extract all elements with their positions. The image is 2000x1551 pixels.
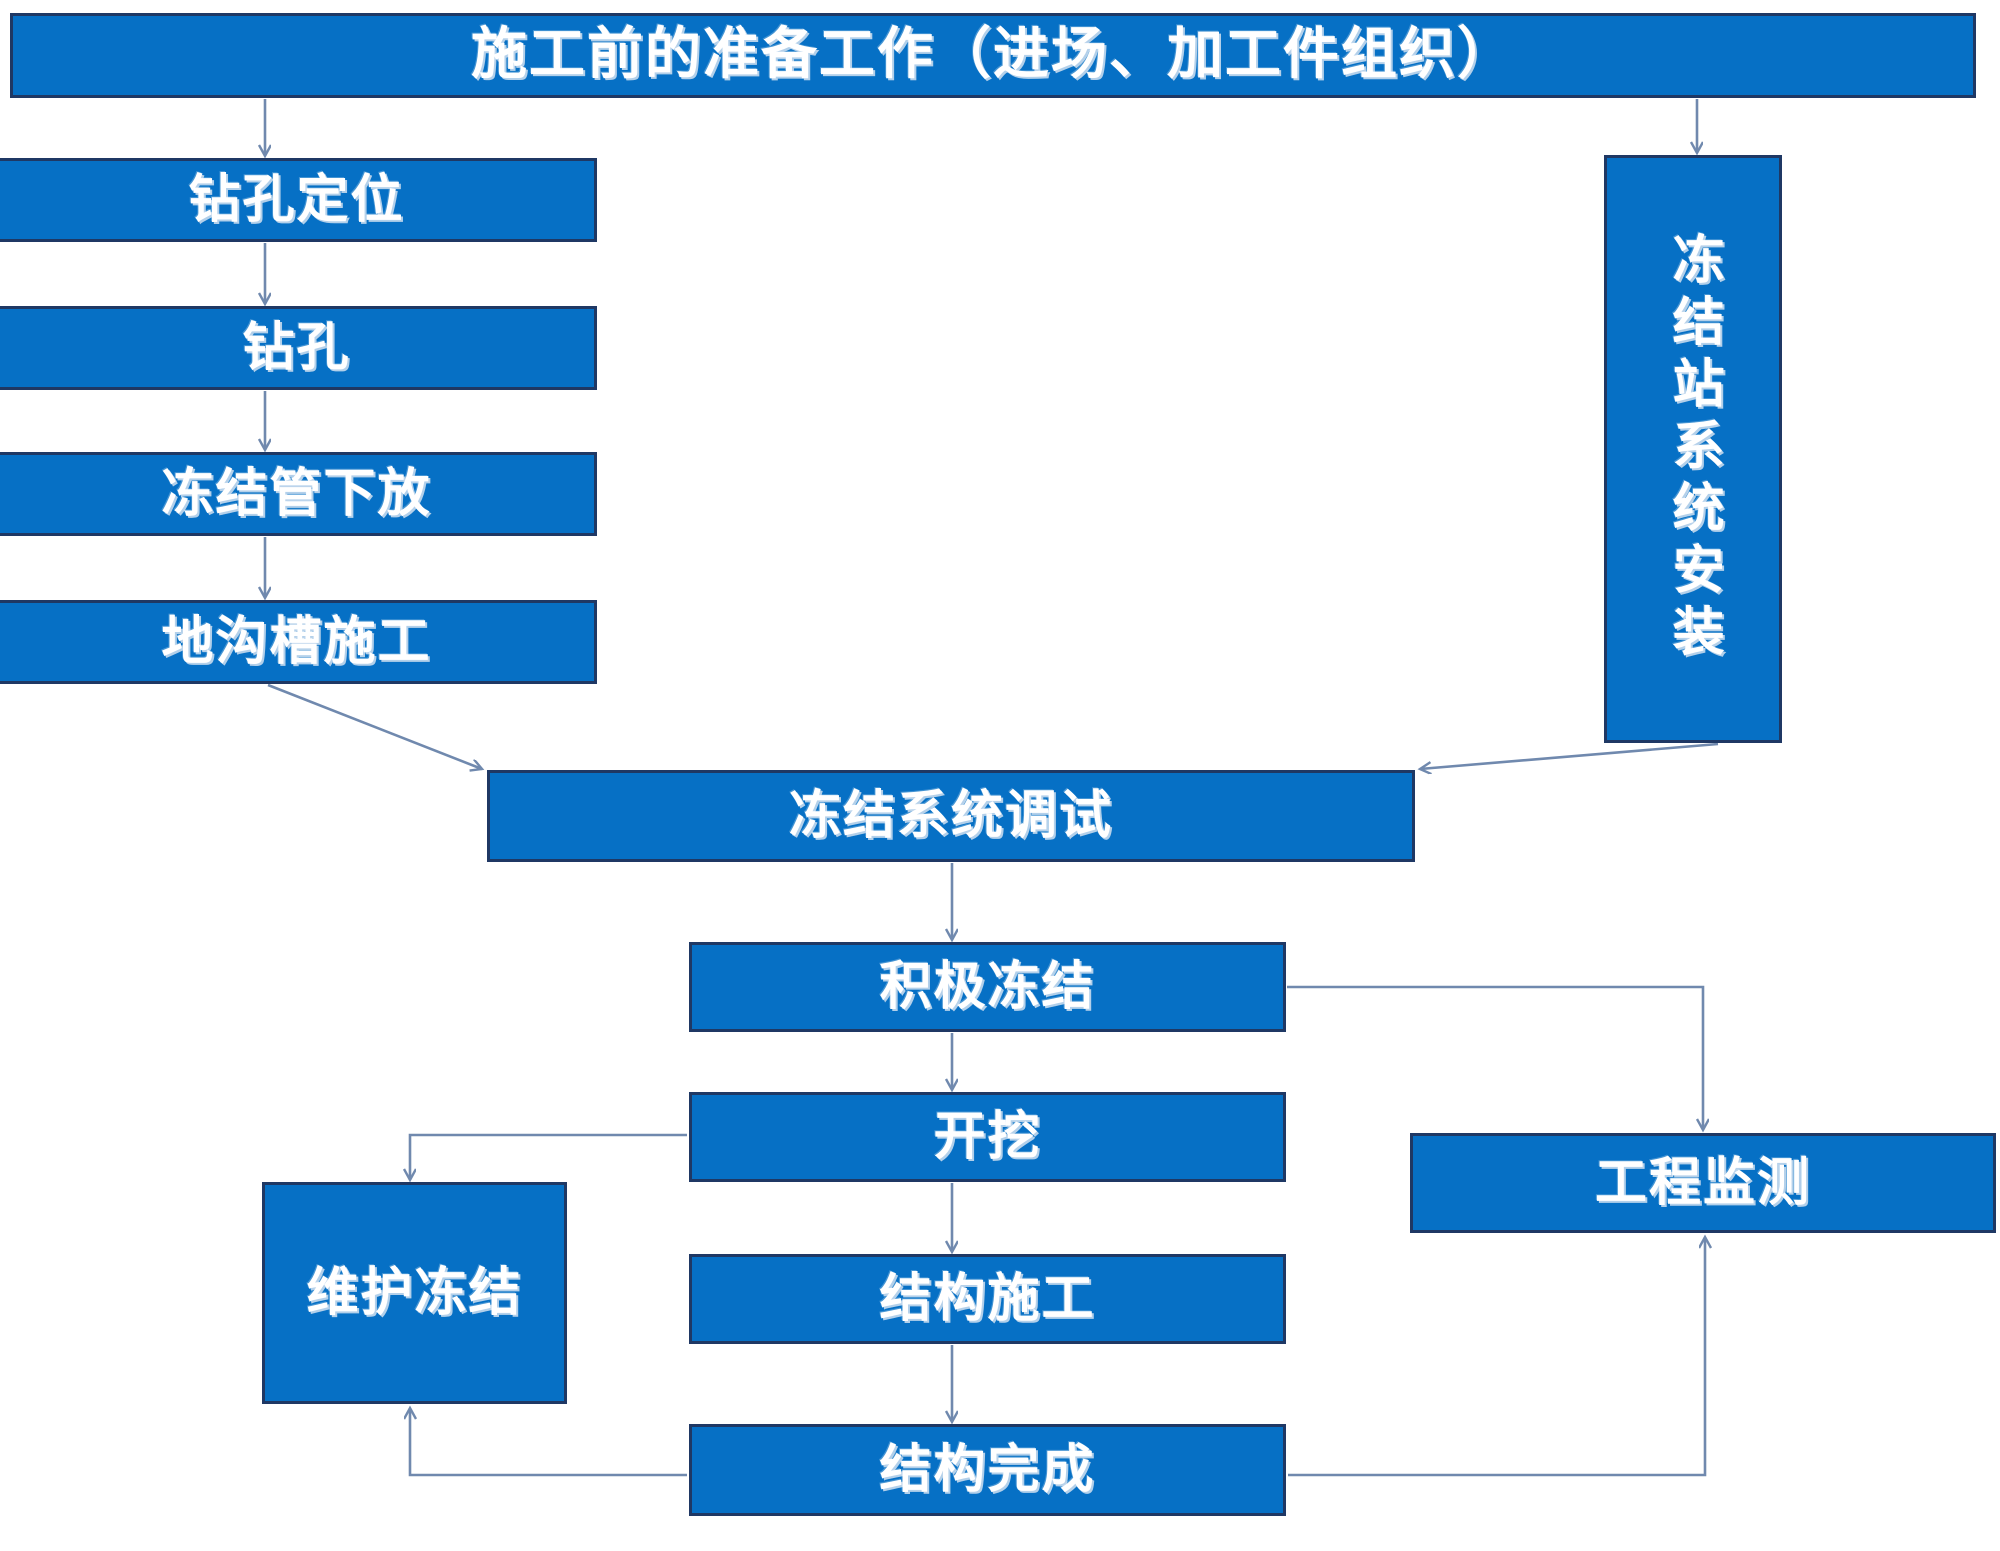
node-freeze-pipe-lowering-label: 冻结管下放 <box>161 463 432 524</box>
edge-station-to-commissioning <box>1420 742 1719 769</box>
node-drill-positioning-label: 钻孔定位 <box>188 169 405 230</box>
node-active-freezing-label: 积极冻结 <box>879 956 1096 1017</box>
node-engineering-monitoring[interactable]: 工程监测 <box>1410 1133 1996 1233</box>
edge-active-freezing-to-monitoring <box>1287 985 1703 1130</box>
node-prep-label: 施工前的准备工作（进场、加工件组织） <box>471 22 1515 88</box>
node-maintenance-freezing-label: 维护冻结 <box>306 1262 523 1323</box>
node-freeze-pipe-lowering[interactable]: 冻结管下放 <box>0 452 597 536</box>
node-drill-positioning[interactable]: 钻孔定位 <box>0 158 597 242</box>
node-drilling-label: 钻孔 <box>242 317 351 378</box>
node-trench-construction-label: 地沟槽施工 <box>161 611 432 672</box>
node-structure-complete[interactable]: 结构完成 <box>689 1424 1286 1516</box>
edge-complete-to-monitoring <box>1288 1237 1705 1477</box>
node-structure-complete-label: 结构完成 <box>879 1439 1096 1500</box>
edge-excavation-to-maintenance <box>410 1133 687 1180</box>
node-drilling[interactable]: 钻孔 <box>0 306 597 390</box>
node-freezing-system-commissioning[interactable]: 冻结系统调试 <box>487 770 1415 862</box>
node-freezing-station-install-label: 冻结站系统安装 <box>1663 232 1724 666</box>
node-structure-construction[interactable]: 结构施工 <box>689 1254 1286 1344</box>
node-maintenance-freezing[interactable]: 维护冻结 <box>262 1182 567 1404</box>
edge-trench-to-commissioning <box>267 683 482 769</box>
node-trench-construction[interactable]: 地沟槽施工 <box>0 600 597 684</box>
node-engineering-monitoring-label: 工程监测 <box>1594 1152 1811 1213</box>
edge-complete-to-maintenance <box>410 1408 687 1477</box>
node-structure-construction-label: 结构施工 <box>879 1268 1096 1329</box>
node-excavation[interactable]: 开挖 <box>689 1092 1286 1182</box>
node-excavation-label: 开挖 <box>933 1106 1042 1167</box>
node-active-freezing[interactable]: 积极冻结 <box>689 942 1286 1032</box>
node-freezing-system-commissioning-label: 冻结系统调试 <box>788 785 1113 846</box>
node-prep[interactable]: 施工前的准备工作（进场、加工件组织） <box>10 13 1976 98</box>
node-freezing-station-install[interactable]: 冻结站系统安装 <box>1604 155 1782 743</box>
